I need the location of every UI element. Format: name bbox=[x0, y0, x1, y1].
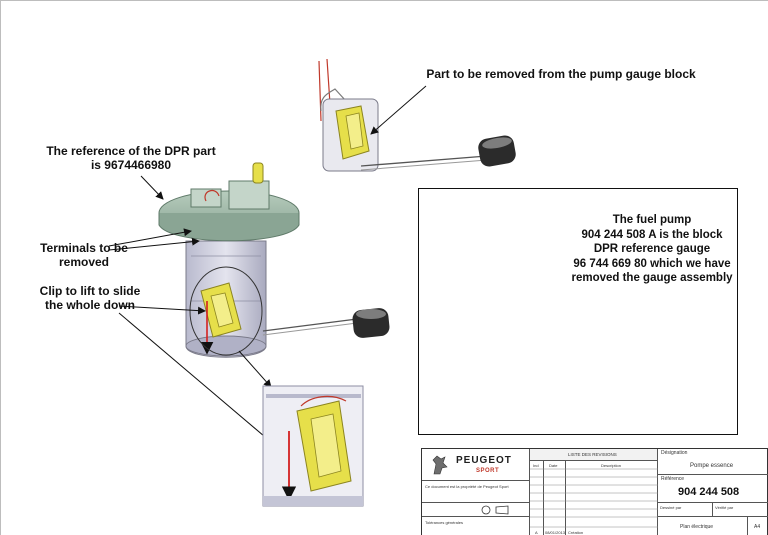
label-part-to-remove: Part to be removed from the pump gauge b… bbox=[426, 67, 696, 81]
note-cell: Ce document est la propriété de Peugeot … bbox=[422, 481, 530, 503]
brand-sub: SPORT bbox=[476, 468, 500, 474]
col-date-label: Date bbox=[549, 463, 558, 468]
designation-value: Pompe essence bbox=[690, 463, 734, 469]
col-desc-label: Description bbox=[601, 463, 622, 468]
rev-col-desc: Description Création bbox=[566, 461, 658, 535]
plan-cell: Plan électrique bbox=[658, 517, 748, 535]
designation-cell: Désignation Pompe essence bbox=[658, 449, 768, 475]
drawn-by-cell: Dessiné par bbox=[658, 503, 713, 517]
format-cell: A4 bbox=[748, 517, 768, 535]
revisions-title: LISTE DES REVISIONS bbox=[568, 452, 617, 457]
label-terminals: Terminals to be removed bbox=[40, 241, 128, 269]
title-block: PEUGEOT SPORT Ce document est la proprié… bbox=[421, 448, 768, 535]
rev-col-ind: Ind A bbox=[530, 461, 544, 535]
row-date-value: 08/01/2013 bbox=[545, 530, 566, 535]
reference-label: Référence bbox=[661, 476, 685, 482]
col-ind-label: Ind bbox=[533, 463, 539, 468]
arrow-to-top-assembly bbox=[370, 85, 427, 135]
plan-label: Plan électrique bbox=[680, 524, 714, 530]
reference-cell: Référence 904 244 508 bbox=[658, 475, 768, 503]
row-desc-value: Création bbox=[568, 530, 584, 535]
row-ind-value: A bbox=[535, 530, 538, 535]
clip-detail-zoom bbox=[262, 385, 364, 507]
tolerance-note: Tolérances générales bbox=[425, 520, 464, 525]
checked-by-label: Vérifié par bbox=[715, 505, 734, 510]
info-box-text: The fuel pump 904 244 508 A is the block… bbox=[571, 214, 733, 284]
rev-col-date: Date 08/01/2013 bbox=[544, 461, 566, 535]
symbol-cell bbox=[422, 503, 530, 517]
revision-grid bbox=[530, 468, 658, 528]
projection-symbol-icon bbox=[481, 505, 509, 515]
property-note: Ce document est la propriété de Peugeot … bbox=[425, 484, 509, 489]
peugeot-lion-icon bbox=[432, 455, 448, 475]
drawn-by-label: Dessiné par bbox=[660, 505, 682, 510]
label-dpr-reference: The reference of the DPR part is 9674466… bbox=[46, 144, 216, 172]
logo-cell: PEUGEOT SPORT bbox=[422, 449, 530, 481]
gauge-assembly-top bbox=[318, 58, 516, 172]
designation-label: Désignation bbox=[661, 450, 688, 456]
brand-name: PEUGEOT bbox=[456, 455, 512, 466]
reference-value: 904 244 508 bbox=[678, 486, 740, 498]
format-value: A4 bbox=[754, 524, 761, 530]
revisions-header: LISTE DES REVISIONS bbox=[530, 449, 658, 461]
checked-by-cell: Vérifié par bbox=[713, 503, 768, 517]
fuel-pump-main bbox=[158, 162, 390, 358]
label-clip: Clip to lift to slide the whole down bbox=[39, 284, 141, 312]
tolerance-cell: Tolérances générales bbox=[422, 517, 530, 535]
info-box: The fuel pump 904 244 508 A is the block… bbox=[418, 188, 738, 435]
